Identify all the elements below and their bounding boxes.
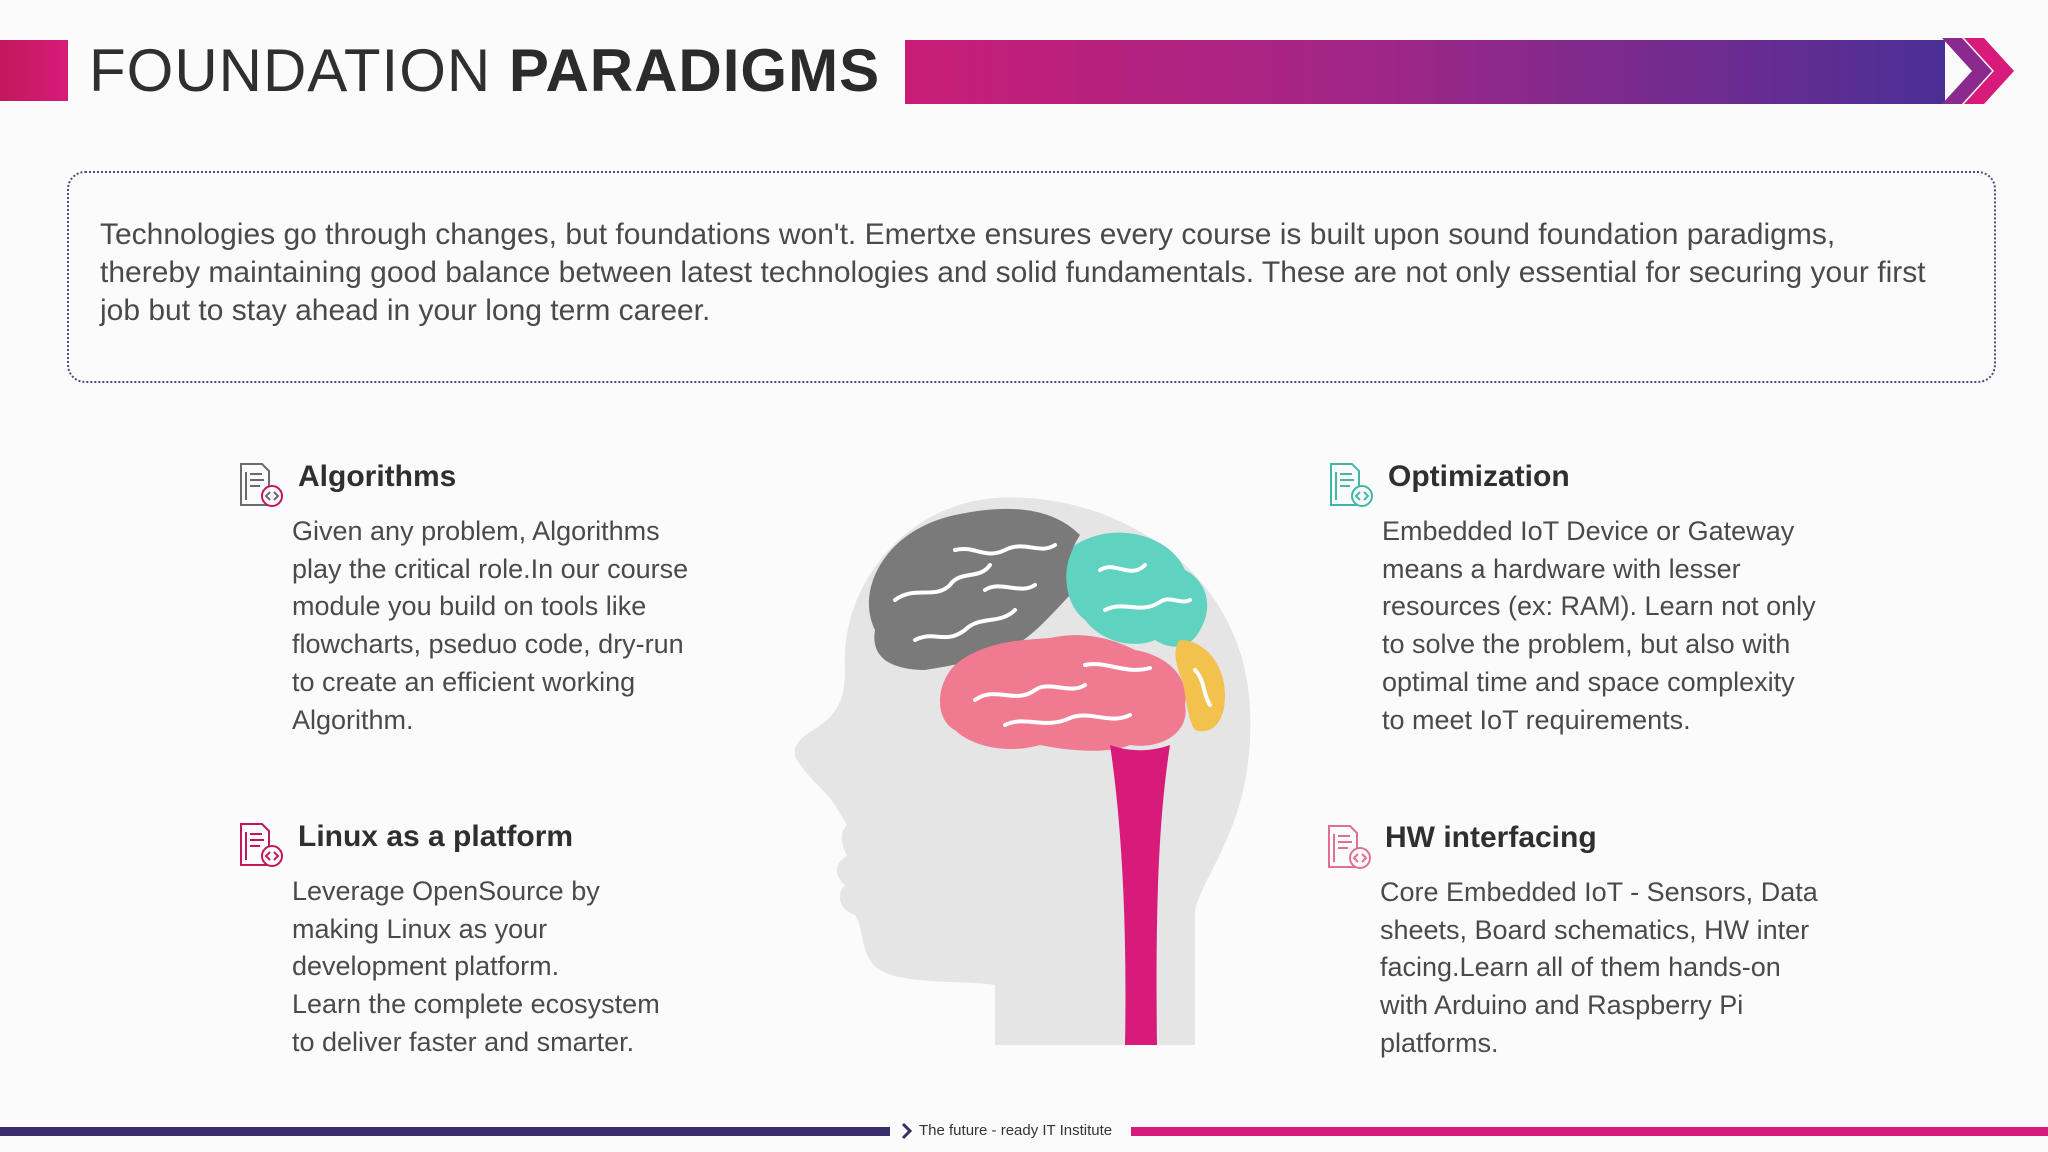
feature-body-algorithms: Given any problem, Algorithms play the c… bbox=[292, 516, 689, 735]
intro-box bbox=[67, 171, 1996, 383]
feature-body-linux: Leverage OpenSource by making Linux as y… bbox=[292, 876, 660, 1057]
feature-title-algorithms: Algorithms bbox=[298, 460, 457, 493]
code-document-icon bbox=[1330, 463, 1373, 507]
chevron-right-icon bbox=[901, 1122, 913, 1140]
footer-tagline: The future - ready IT Institute bbox=[919, 1122, 1113, 1139]
brain-head-illustration bbox=[794, 497, 1251, 1045]
feature-title-linux: Linux as a platform bbox=[298, 820, 574, 853]
title-gradient-bar bbox=[905, 40, 1945, 104]
footer-bar-left bbox=[0, 1127, 890, 1136]
feature-body-optimization: Embedded IoT Device or Gateway means a h… bbox=[1382, 516, 1816, 735]
code-document-icon bbox=[1328, 825, 1371, 869]
footer-bar-right bbox=[1131, 1127, 2048, 1136]
page-title-light: FOUNDATION bbox=[89, 37, 492, 104]
page-title-bold: PARADIGMS bbox=[508, 37, 881, 104]
title-accent-block bbox=[0, 40, 68, 101]
code-document-icon bbox=[240, 463, 283, 507]
feature-title-optimization: Optimization bbox=[1388, 460, 1570, 493]
feature-title-hw-interfacing: HW interfacing bbox=[1385, 821, 1597, 854]
code-document-icon bbox=[240, 823, 283, 867]
page-title: FOUNDATION PARADIGMS bbox=[89, 36, 880, 106]
feature-body-hw-interfacing: Core Embedded IoT - Sensors, Data sheets… bbox=[1380, 877, 1818, 1058]
double-chevron-icon bbox=[1942, 38, 2014, 104]
intro-text: Technologies go through changes, but fou… bbox=[100, 218, 1926, 327]
